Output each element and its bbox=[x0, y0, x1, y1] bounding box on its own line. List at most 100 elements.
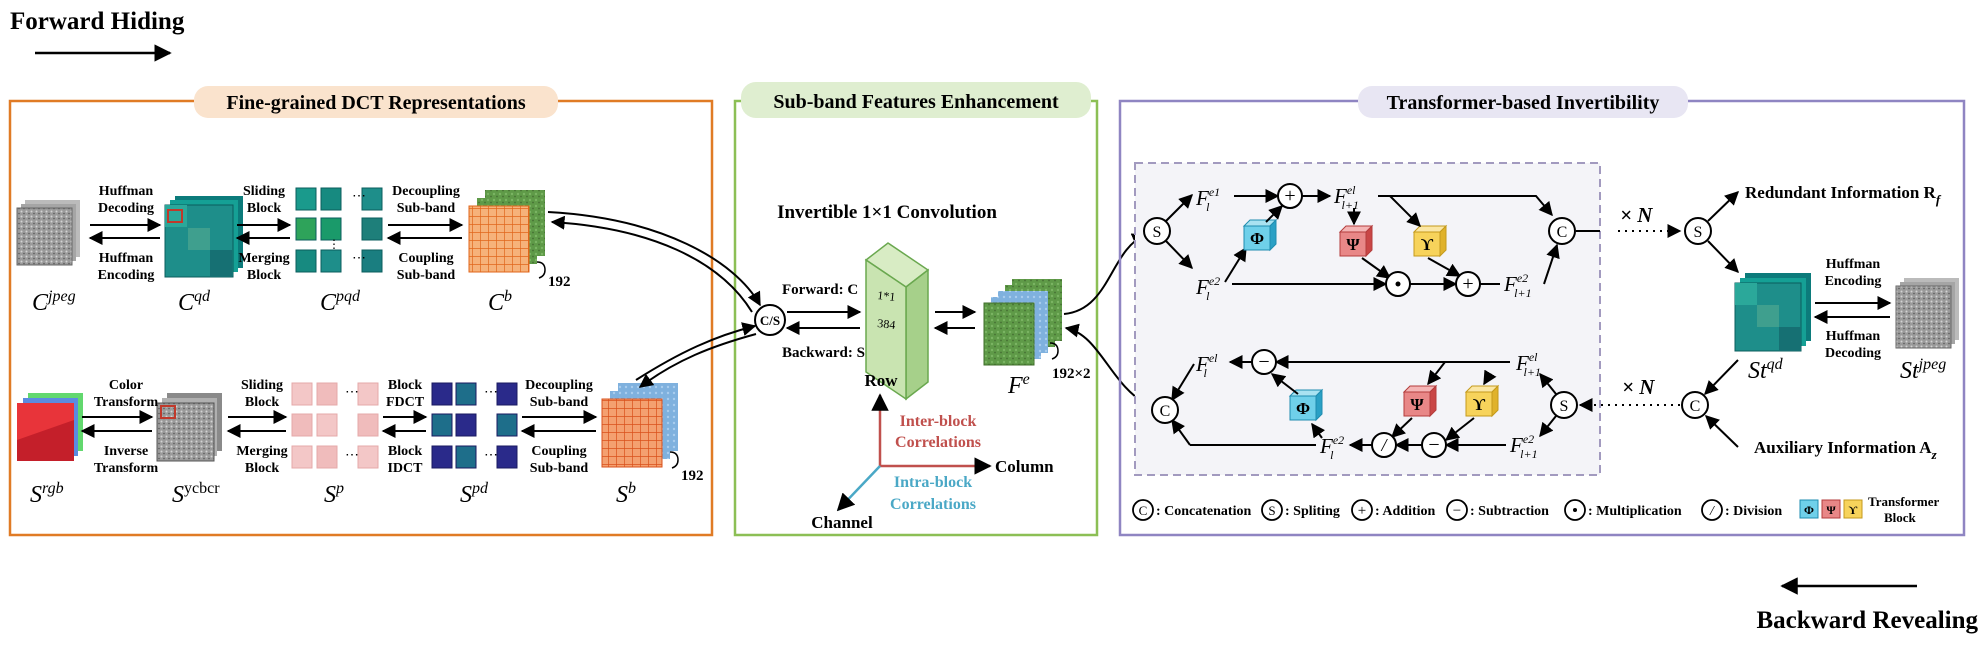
svg-text:Ψ: Ψ bbox=[1826, 503, 1836, 517]
legend-transformer: Transformer bbox=[1868, 494, 1939, 509]
fe-depth-brace bbox=[1049, 342, 1059, 360]
svg-text:⋯: ⋯ bbox=[345, 448, 359, 463]
arrow-label: Block bbox=[245, 461, 279, 476]
arrow-label: Huffman bbox=[1826, 257, 1881, 272]
axis-row-label: Row bbox=[864, 371, 898, 390]
s-ycbcr-image bbox=[156, 393, 222, 462]
label-s-pd: Spd bbox=[460, 480, 489, 508]
svg-text:Φ: Φ bbox=[1250, 229, 1264, 248]
svg-text:C: C bbox=[1557, 224, 1568, 241]
svg-text:Ψ: Ψ bbox=[1410, 395, 1424, 414]
svg-text:Φ: Φ bbox=[1804, 503, 1814, 517]
svg-text:S: S bbox=[1694, 224, 1703, 241]
c-pqd-blocks: ⋯ ⋯ ⋮ bbox=[295, 187, 383, 273]
svg-text:ϒ: ϒ bbox=[1473, 395, 1486, 414]
c-qd-block bbox=[164, 196, 243, 278]
curve-cs-to-cb bbox=[550, 215, 753, 313]
s-pd-blocks: ⋯ ⋯ bbox=[431, 382, 518, 469]
arrow-label: Decoupling bbox=[525, 378, 593, 393]
st-qd-block bbox=[1734, 273, 1811, 352]
arrow-label: Coupling bbox=[398, 251, 453, 266]
arrow-label: Transform bbox=[94, 395, 159, 410]
inter-block-label: Inter-block bbox=[900, 413, 977, 430]
split-node-in bbox=[1550, 391, 1578, 419]
split-symbol: S bbox=[1153, 224, 1162, 241]
legend-mul: : Multiplication bbox=[1588, 504, 1682, 519]
legend-transformer: Block bbox=[1884, 510, 1917, 525]
s-p-blocks: ⋯ ⋯ bbox=[291, 382, 379, 469]
arrow-label: Inverse bbox=[104, 444, 148, 459]
legend-split: : Spliting bbox=[1285, 504, 1340, 519]
svg-text:C: C bbox=[1160, 403, 1171, 420]
svg-text:S: S bbox=[1560, 398, 1569, 415]
label-st-jpeg: Stjpeg bbox=[1900, 356, 1946, 384]
svg-text:+: + bbox=[1462, 273, 1473, 295]
svg-text:⋯: ⋯ bbox=[484, 448, 498, 463]
label-c-pqd: Cpqd bbox=[320, 288, 361, 316]
intra-block-label: Intra-block bbox=[894, 474, 972, 491]
arrow-label: Transform bbox=[94, 461, 159, 476]
arrow-label: Merging bbox=[238, 251, 289, 266]
psi-block: Ψ bbox=[1338, 224, 1374, 258]
arrow-label: Huffman bbox=[99, 251, 154, 266]
axis-channel-label: Channel bbox=[811, 513, 873, 532]
legend-div: : Division bbox=[1725, 504, 1782, 519]
svg-text:/: / bbox=[1709, 504, 1715, 519]
arrow-label: Sub-band bbox=[397, 201, 456, 216]
cs-label: C/S bbox=[760, 313, 780, 328]
s-b-depth: 192 bbox=[681, 468, 704, 484]
intra-block-label: Correlations bbox=[890, 496, 976, 513]
svg-text:−: − bbox=[1428, 434, 1439, 456]
arrow-label: Block bbox=[247, 268, 281, 283]
forward-hiding-label: Forward Hiding bbox=[10, 8, 185, 35]
panel1-title-pill bbox=[194, 86, 558, 118]
auxiliary-info: Auxiliary Information Az bbox=[1754, 438, 1938, 462]
arrow-label: Huffman bbox=[1826, 329, 1881, 344]
legend: C : Concatenation S : Spliting + : Addit… bbox=[1132, 494, 1939, 525]
label-s-ycbcr: Sycbcr bbox=[172, 480, 220, 508]
arrow-label: Block bbox=[247, 201, 281, 216]
concat-node-in bbox=[1681, 391, 1709, 419]
times-n-top: × N bbox=[1620, 203, 1653, 227]
arrow-label: Sliding bbox=[241, 378, 283, 393]
svg-text:S: S bbox=[1268, 503, 1275, 518]
arrow-label: FDCT bbox=[386, 395, 425, 410]
arrow-label: Decoding bbox=[98, 201, 154, 216]
svg-text:Ψ: Ψ bbox=[1346, 235, 1360, 254]
legend-concat: : Concatenation bbox=[1156, 504, 1251, 519]
phi-block-back: Φ bbox=[1288, 388, 1324, 422]
panel2-title: Sub-band Features Enhancement bbox=[773, 91, 1059, 113]
svg-text:Φ: Φ bbox=[1296, 399, 1310, 418]
axis-column-label: Column bbox=[995, 457, 1054, 476]
arrow-label: Huffman bbox=[99, 184, 154, 199]
arrow-label: Sliding bbox=[243, 184, 285, 199]
st-jpeg-image bbox=[1895, 278, 1959, 349]
conv-title: Invertible 1×1 Convolution bbox=[777, 202, 997, 223]
panel3-title-pill bbox=[1358, 86, 1688, 118]
label-s-b: Sb bbox=[616, 480, 636, 508]
concat-node bbox=[1548, 217, 1576, 245]
conv-face-top: 1*1 bbox=[877, 288, 896, 304]
svg-text:ϒ: ϒ bbox=[1421, 235, 1434, 254]
arrow-label: Coupling bbox=[531, 444, 586, 459]
label-s-p: Sp bbox=[324, 480, 344, 508]
curve-cs-to-sb bbox=[638, 333, 757, 388]
arrow-label: Decoding bbox=[1825, 346, 1881, 361]
backward-s: Backward: S bbox=[782, 345, 865, 361]
backward-revealing-label: Backward Revealing bbox=[1756, 607, 1978, 634]
cs-node bbox=[754, 304, 786, 336]
upsilon-block: ϒ bbox=[1412, 224, 1448, 258]
arrow-label: Sub-band bbox=[530, 395, 589, 410]
label-c-qd: Cqd bbox=[178, 288, 211, 316]
svg-text:⋯: ⋯ bbox=[352, 251, 366, 266]
arrow-label: Merging bbox=[236, 444, 287, 459]
svg-text:⋮: ⋮ bbox=[328, 237, 340, 251]
arrow-label: Block bbox=[388, 378, 422, 393]
